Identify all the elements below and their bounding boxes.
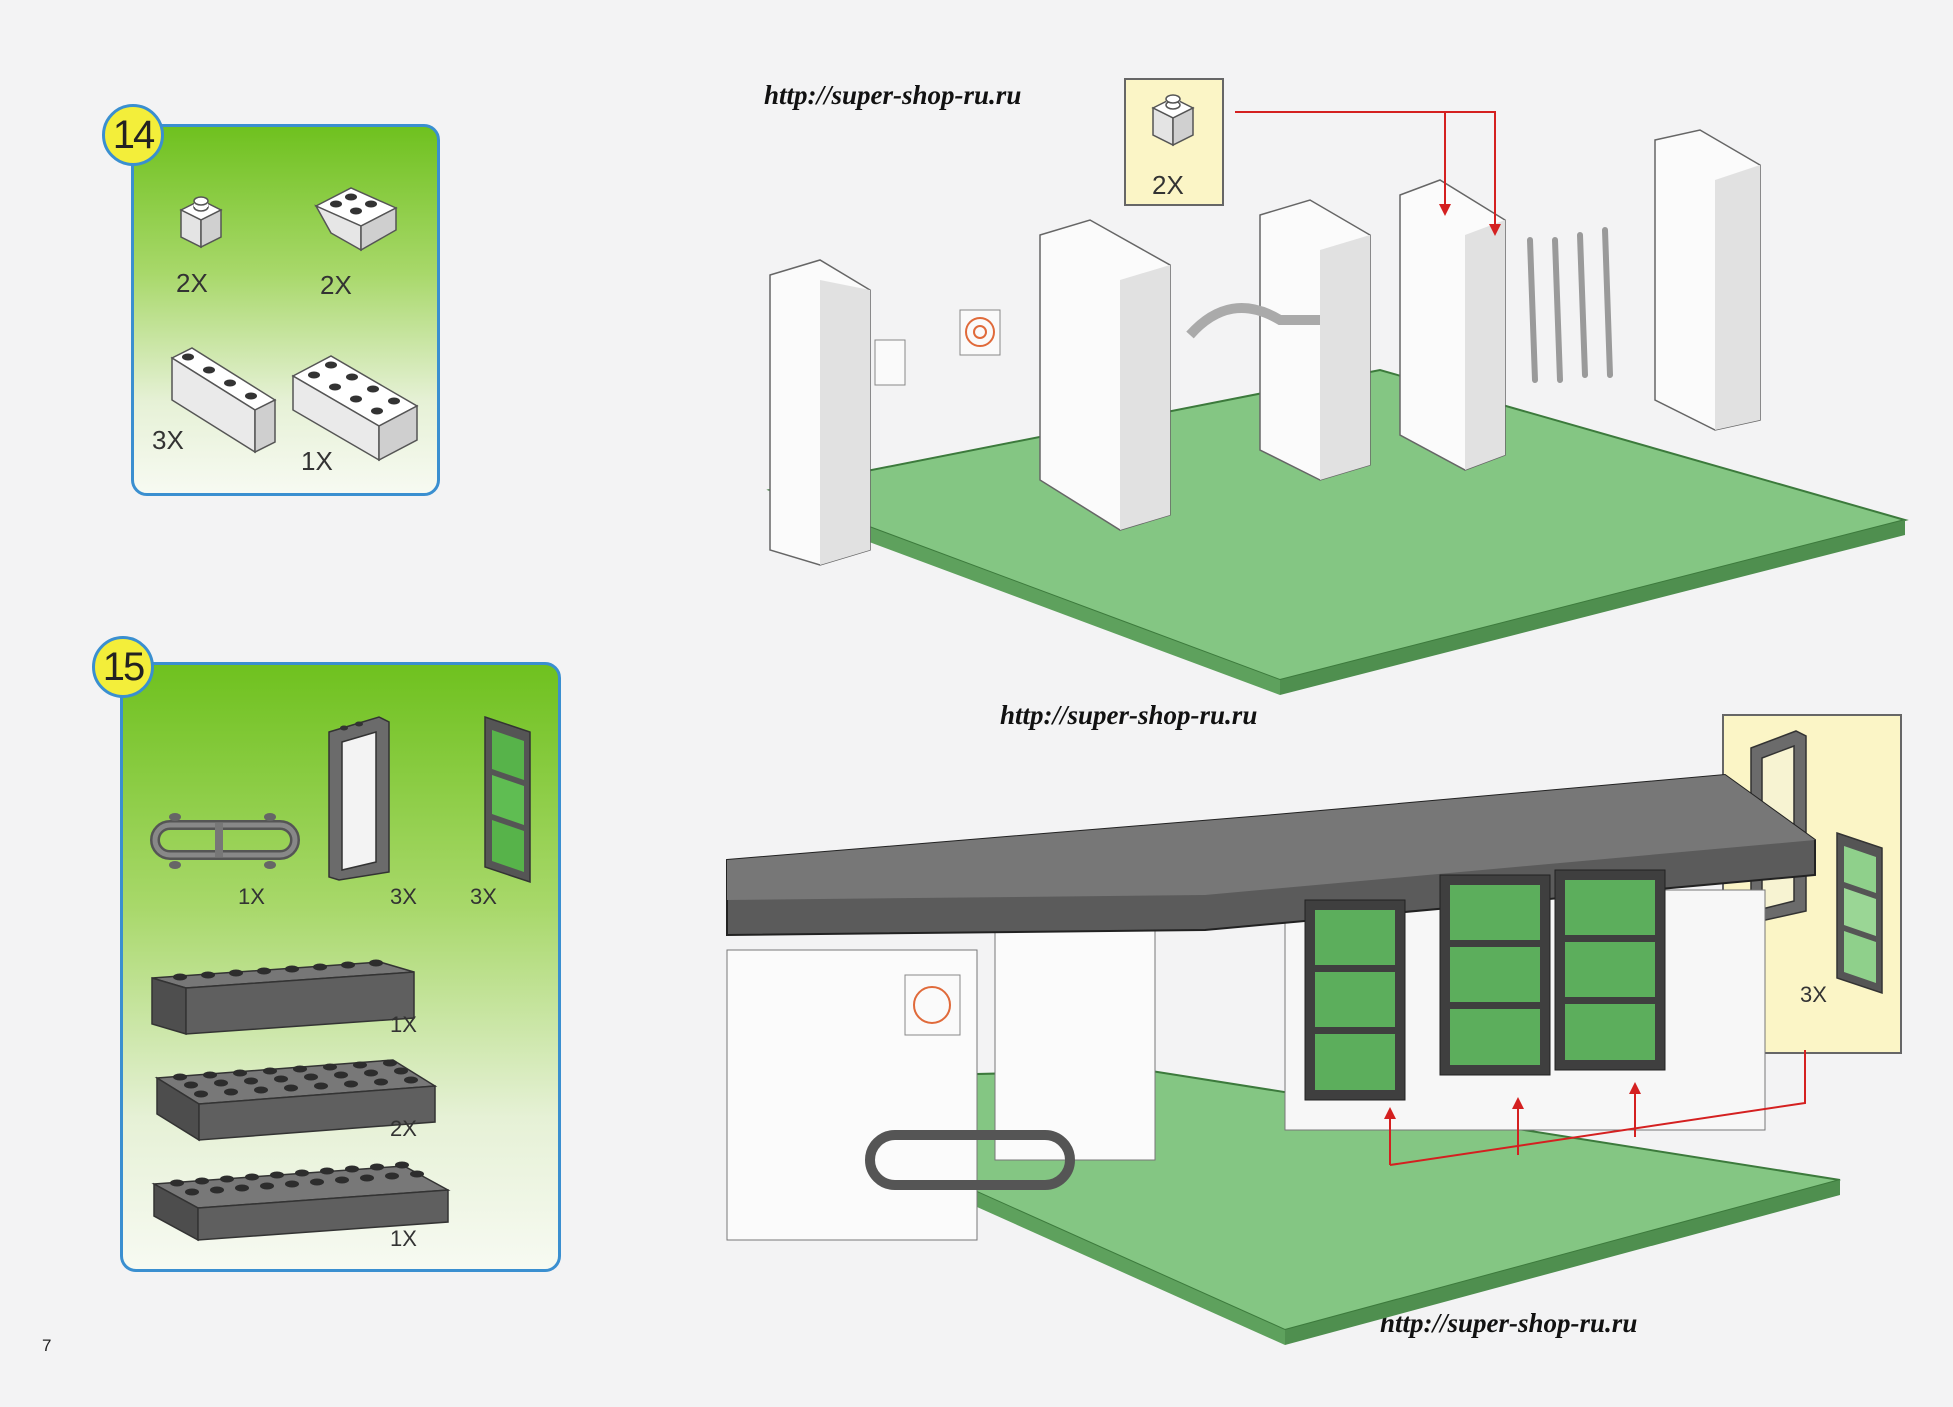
plate-4x8-gray-icon xyxy=(154,1059,438,1142)
callout-box-top: 2X xyxy=(1124,78,1224,206)
railing-gray-icon xyxy=(150,813,300,869)
arrow-pointer-top xyxy=(1235,111,1501,236)
step-15-qty-3: 3X xyxy=(470,884,497,909)
step-14-badge: 14 xyxy=(102,104,164,166)
assembly-step-15-illustration xyxy=(726,773,1841,1345)
step-14-qty-4: 1X xyxy=(301,446,333,476)
step-14-qty-2: 2X xyxy=(320,270,352,300)
brick-1x1-white-icon xyxy=(1151,94,1195,147)
step-14-qty-1: 2X xyxy=(176,268,208,298)
plate-4x10-gray-icon xyxy=(151,1161,451,1242)
step-15-qty-1: 1X xyxy=(238,884,265,909)
brick-1x4-white-icon xyxy=(170,347,277,454)
watermark-url-middle: http://super-shop-ru.ru xyxy=(1000,700,1258,730)
step-15-qty-5: 2X xyxy=(390,1116,417,1141)
brick-1x1-white-icon xyxy=(179,196,223,249)
brick-2x4-white-icon xyxy=(291,355,419,462)
step-14-qty-3: 3X xyxy=(152,425,184,455)
plate-1x8-gray-icon xyxy=(151,959,415,1036)
callout-top-qty: 2X xyxy=(1152,170,1184,200)
slope-brick-white-icon xyxy=(314,187,398,252)
door-green-glass-icon xyxy=(484,715,531,884)
step-15-qty-6: 1X xyxy=(390,1226,417,1251)
watermark-url-bottom: http://super-shop-ru.ru xyxy=(1380,1308,1638,1338)
page-number: 7 xyxy=(42,1336,52,1355)
door-green-glass-icon xyxy=(1836,831,1883,995)
assembly-step-14-illustration xyxy=(766,129,1909,695)
watermark-url-top: http://super-shop-ru.ru xyxy=(764,80,1022,110)
arrow-pointer-bottom xyxy=(1384,1050,1806,1166)
step-15-qty-4: 1X xyxy=(390,1012,417,1037)
step-15-badge: 15 xyxy=(92,636,154,698)
step-15-qty-2: 3X xyxy=(390,884,417,909)
door-frame-gray-icon xyxy=(328,716,390,881)
callout-bottom-qty: 3X xyxy=(1800,982,1827,1007)
